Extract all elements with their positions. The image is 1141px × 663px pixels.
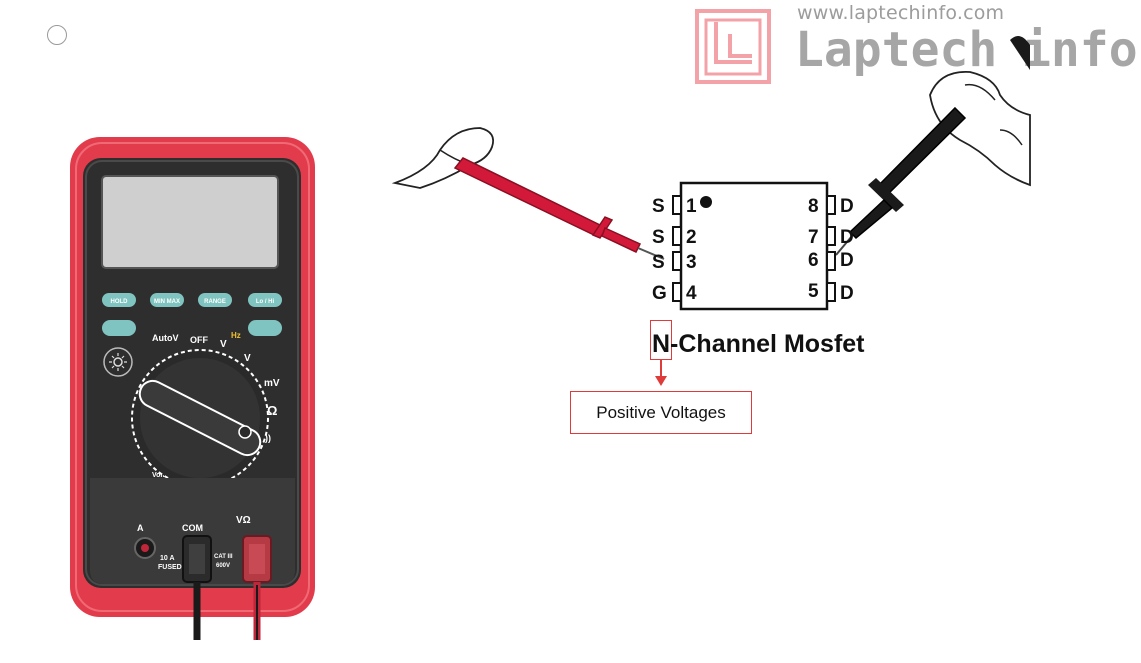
mosfet-title: N-Channel Mosfet [652, 330, 865, 358]
v-ohm-jack-label: VΩ [236, 515, 251, 526]
com-jack-label: COM [182, 523, 203, 533]
right-blank-button [248, 320, 282, 336]
callout-arrow [655, 360, 667, 386]
pin5-name: D [840, 283, 854, 304]
pin3-number: 3 [686, 252, 697, 273]
min-max-label: MIN MAX [154, 299, 180, 305]
a-jack-label: A [137, 523, 144, 533]
pin5-number: 5 [808, 281, 819, 302]
pin8-name: D [840, 196, 854, 217]
mv-label: mV [264, 378, 280, 389]
pin2-number: 2 [686, 227, 697, 248]
lo-hi-label: Lo / Hi [256, 299, 275, 305]
callout-label: Positive Voltages [596, 402, 726, 422]
test-lead-plugs [182, 535, 272, 640]
hold-label: HOLD [111, 299, 129, 305]
rotary-dial [131, 349, 269, 487]
pin2-name: S [652, 227, 665, 248]
lo-hi-button [248, 293, 282, 307]
pin6-number: 6 [808, 250, 819, 271]
black-probe [835, 36, 1031, 256]
watermark-brand-part2: info [1022, 22, 1138, 78]
radio-button[interactable] [47, 25, 67, 45]
left-blank-button [102, 320, 136, 336]
hold-button [102, 293, 136, 307]
multimeter: HOLD MIN MAX RANGE Lo / Hi AutoV OFF V H… [70, 137, 315, 640]
pin7-number: 7 [808, 227, 819, 248]
v-dc-label: V [244, 353, 251, 364]
input-jacks: A 10 A FUSED COM VΩ CAT III 600V [134, 515, 251, 571]
mosfet-ic: S S S G 1 2 3 4 8 7 6 5 D D D D [652, 181, 854, 311]
pin4-name: G [652, 283, 667, 304]
watermark-brand-part1: Laptech [795, 22, 997, 78]
pin3-name: S [652, 252, 665, 273]
left-pin-stubs [672, 195, 682, 302]
range-label: RANGE [204, 299, 226, 305]
pin1-name: S [652, 196, 665, 217]
volt-alert-label: Volt [152, 472, 165, 479]
pin8-number: 8 [808, 196, 819, 217]
min-max-button [150, 293, 184, 307]
pin1-number: 1 [686, 196, 697, 217]
watermark-logo: Laptech info [695, 9, 1138, 84]
red-probe [391, 127, 665, 260]
right-pin-stubs [826, 195, 836, 302]
positive-voltages-callout: Positive Voltages [570, 391, 752, 434]
pin7-name: D [840, 227, 854, 248]
multimeter-display [101, 175, 279, 269]
autov-label: AutoV [152, 333, 179, 343]
range-button [198, 293, 232, 307]
pin6-name: D [840, 250, 854, 271]
multimeter-buttons: HOLD MIN MAX RANGE Lo / Hi [102, 293, 282, 336]
fused-label: 10 A [160, 555, 175, 562]
n-highlight-box [650, 320, 672, 360]
hz-label: Hz [231, 331, 241, 340]
cat-label-2: 600V [216, 563, 230, 569]
v-ac-label: V [220, 339, 227, 350]
backlight-icon [103, 347, 133, 377]
pin4-number: 4 [686, 283, 697, 304]
fused-label-2: FUSED [158, 564, 182, 571]
off-label: OFF [190, 335, 208, 345]
cat-label: CAT III [214, 554, 233, 560]
ohm-label: Ω [267, 403, 277, 418]
sound-symbol: ))) [262, 433, 271, 443]
pin1-marker [700, 196, 712, 208]
watermark-url: www.laptechinfo.com [797, 2, 1005, 24]
